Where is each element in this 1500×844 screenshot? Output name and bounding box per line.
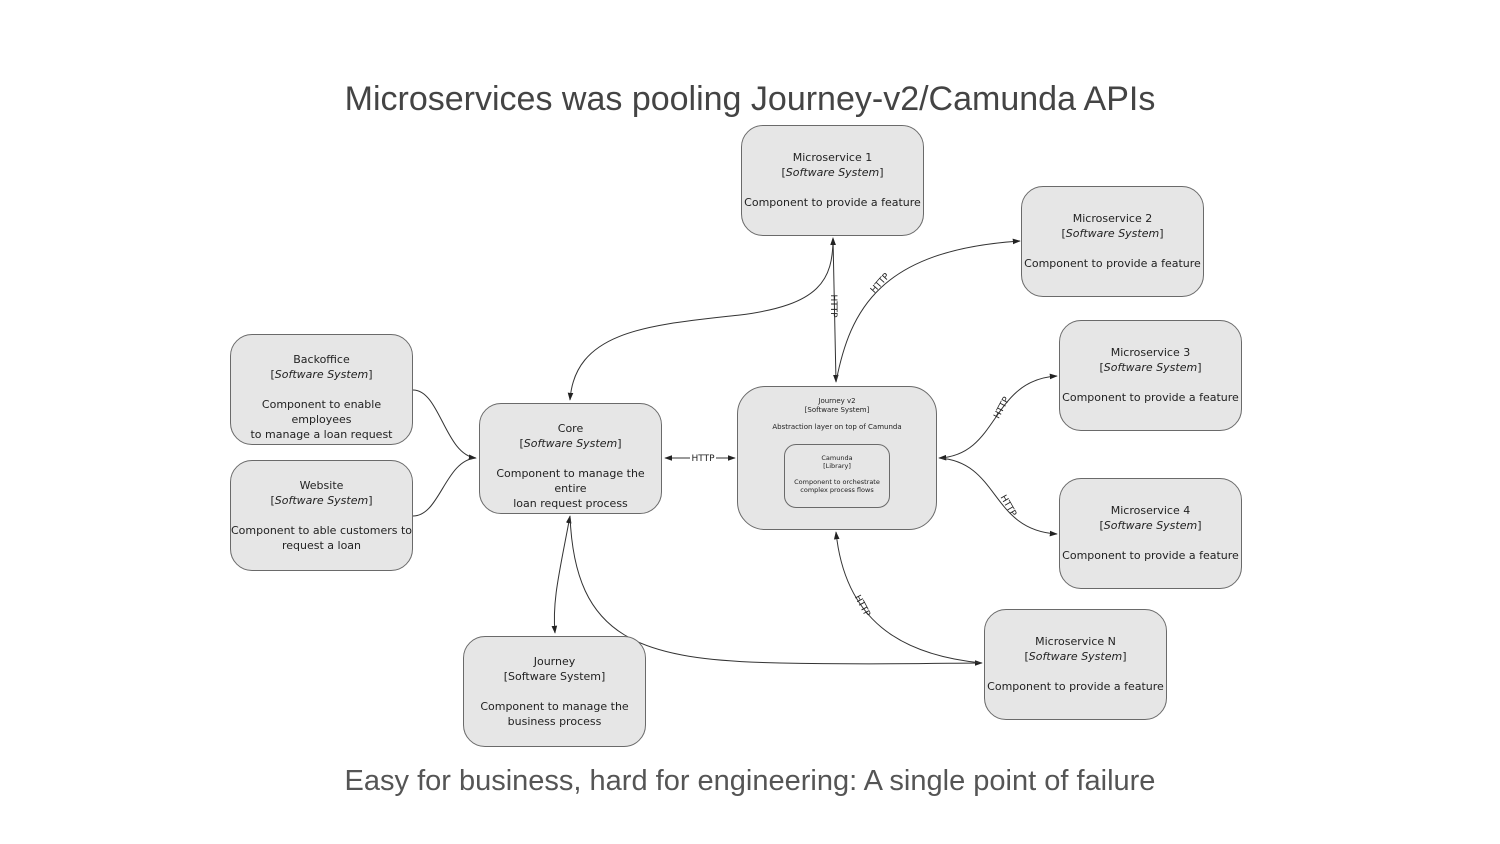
node-description: Component to provide a feature xyxy=(1062,549,1239,562)
edge-label-ms3: HTTP xyxy=(992,395,1012,421)
node-journey-v2[interactable]: Journey v2 [Software System] Abstraction… xyxy=(737,386,937,530)
node-name: Microservice 3 xyxy=(1110,346,1191,359)
node-name: Website xyxy=(299,479,344,492)
node-type: [Software System] xyxy=(503,670,606,683)
node-microservice-4[interactable]: Microservice 4 [Software System] Compone… xyxy=(1059,478,1242,589)
node-description: Component to provide a feature xyxy=(744,196,921,209)
node-name: Microservice 1 xyxy=(792,151,873,164)
node-type: [Software System] xyxy=(519,437,622,450)
node-description-line2: request a loan xyxy=(281,539,362,552)
edge-website-core xyxy=(412,457,477,517)
node-description-line1: Component to manage the entire xyxy=(496,467,645,495)
node-description: Abstraction layer on top of Camunda xyxy=(772,423,902,431)
slide-title: Microservices was pooling Journey-v2/Cam… xyxy=(344,80,1156,118)
node-microservice-1[interactable]: Microservice 1 [Software System] Compone… xyxy=(741,125,924,236)
node-description-line2: business process xyxy=(507,715,602,728)
edge-label-ms1: HTTP xyxy=(828,294,838,318)
node-description-line2: complex process flows xyxy=(800,486,874,494)
node-type: [Software System] xyxy=(804,406,870,414)
node-name: Microservice 4 xyxy=(1110,504,1191,517)
node-type: [Software System] xyxy=(1099,361,1202,374)
node-core[interactable]: Core [Software System] Component to mana… xyxy=(479,403,662,514)
edge-core-ms1 xyxy=(567,237,836,401)
node-description-line2: loan request process xyxy=(513,497,628,510)
node-description-line1: Component to manage the xyxy=(480,700,629,713)
node-name: Microservice 2 xyxy=(1072,212,1153,225)
edge-journeyv2-ms2 xyxy=(835,238,1021,383)
node-description: Component to provide a feature xyxy=(987,680,1164,693)
edge-journeyv2-ms3 xyxy=(938,373,1058,461)
node-type: [Software System] xyxy=(270,494,373,507)
node-type: [Library] xyxy=(823,462,851,470)
node-name: Camunda xyxy=(821,454,853,462)
edge-journeyv2-msn xyxy=(833,531,983,664)
node-camunda[interactable]: Camunda [Library] Component to orchestra… xyxy=(784,444,890,508)
node-name: Core xyxy=(557,422,584,435)
node-description-line2: to manage a loan request xyxy=(250,428,393,441)
edge-label-ms4: HTTP xyxy=(998,494,1018,519)
edge-core-journey xyxy=(551,515,572,634)
node-microservice-n[interactable]: Microservice N [Software System] Compone… xyxy=(984,609,1167,720)
edge-core-msn xyxy=(569,515,983,666)
node-type: [Software System] xyxy=(1099,519,1202,532)
node-backoffice[interactable]: Backoffice [Software System] Component t… xyxy=(230,334,413,445)
node-description-line1: Component to enable employees xyxy=(261,398,382,426)
node-website[interactable]: Website [Software System] Component to a… xyxy=(230,460,413,571)
node-microservice-2[interactable]: Microservice 2 [Software System] Compone… xyxy=(1021,186,1204,297)
edge-journeyv2-ms4 xyxy=(938,457,1058,537)
node-name: Microservice N xyxy=(1035,635,1116,648)
node-description: Component to provide a feature xyxy=(1062,391,1239,404)
slide-subtitle: Easy for business, hard for engineering:… xyxy=(344,765,1156,797)
node-name: Backoffice xyxy=(293,353,350,366)
node-name: Journey xyxy=(533,655,576,668)
node-type: [Software System] xyxy=(1024,650,1127,663)
node-description-line1: Component to able customers to xyxy=(231,524,413,537)
node-microservice-3[interactable]: Microservice 3 [Software System] Compone… xyxy=(1059,320,1242,431)
node-type: [Software System] xyxy=(270,368,373,381)
node-description-line1: Component to orchestrate xyxy=(794,478,880,486)
node-description: Component to provide a feature xyxy=(1024,257,1201,270)
edge-label-msn: HTTP xyxy=(852,594,872,620)
edge-backoffice-core xyxy=(412,389,477,461)
node-type: [Software System] xyxy=(781,166,884,179)
node-type: [Software System] xyxy=(1061,227,1164,240)
node-name: Journey v2 xyxy=(818,397,856,405)
edge-label-core-journeyv2: HTTP xyxy=(691,454,715,464)
edge-label-ms2: HTTP xyxy=(869,271,892,295)
node-journey[interactable]: Journey [Software System] Component to m… xyxy=(463,636,646,747)
edge-journeyv2-ms1 xyxy=(830,237,839,383)
